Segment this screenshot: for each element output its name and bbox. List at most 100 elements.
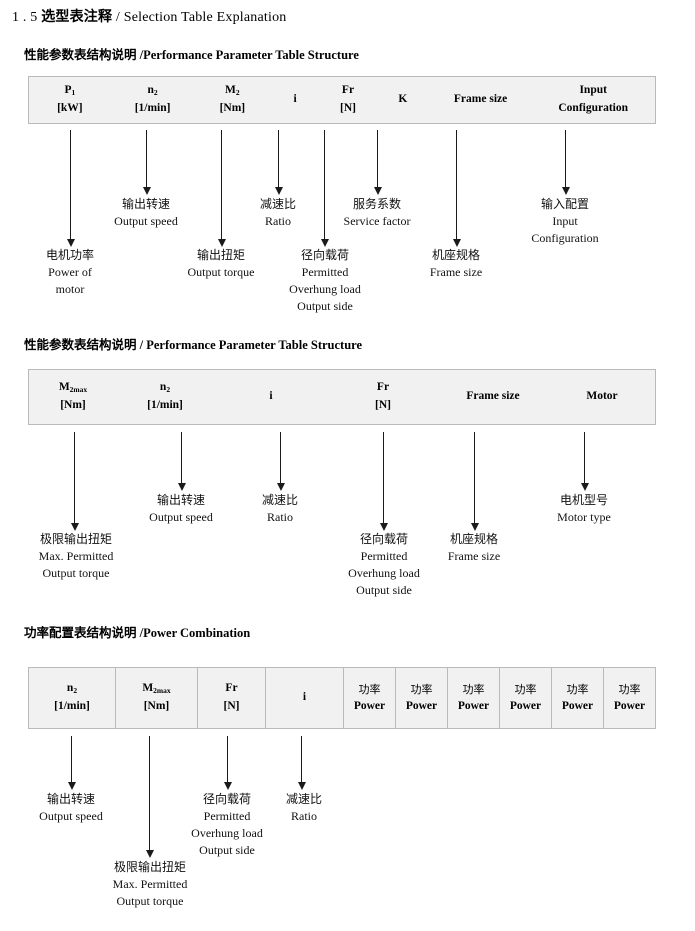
callout-en-2: Output torque [42, 566, 110, 581]
arrow-fr [379, 432, 388, 531]
table-column-power-5: 功率 Power [551, 668, 603, 728]
callout-en-1: Max. Permitted [38, 549, 114, 564]
arrow-fr [223, 736, 232, 790]
page-title: 1 . 5 选型表注释 / Selection Table Explanatio… [12, 6, 287, 26]
col-symbol: n2 [66, 682, 78, 696]
table-column-i: i [213, 370, 329, 424]
page-title-number: 1 . 5 [12, 10, 38, 25]
callout-cn: 输出扭矩 [196, 248, 245, 262]
col-unit: [N] [340, 102, 356, 114]
callout-cn: 电机功率 [45, 248, 94, 262]
callout-en-1: Output torque [187, 265, 255, 280]
callout-output-speed: 输出转速 Output speed [11, 791, 131, 825]
table-column-k: K [376, 77, 430, 123]
section-heading-power-combination: 功率配置表结构说明 /Power Combination [24, 622, 250, 641]
callout-en-3: Output side [199, 843, 255, 858]
table-column-fr: Fr [N] [197, 668, 265, 728]
callout-motor-type: 电机型号 Motor type [524, 492, 644, 526]
callout-en-1: Max. Permitted [112, 877, 188, 892]
callout-en-1: Input [552, 214, 578, 229]
arrow-m2max [70, 432, 79, 531]
arrow-fr [320, 130, 329, 247]
callout-cn: 径向载荷 [300, 248, 349, 262]
table-column-m2max: M2max [Nm] [29, 370, 117, 424]
callout-en-1: Permitted [360, 549, 408, 564]
arrow-m2 [217, 130, 226, 247]
callout-cn: 减速比 [259, 197, 296, 211]
callout-overhung-load: 径向载荷 Permitted Overhung load Output side [264, 247, 386, 315]
table-power-combination: n2 [1/min] M2max [Nm] Fr [N] i 功率 Power … [28, 667, 656, 729]
callout-en-2: Overhung load [289, 282, 361, 297]
table-column-n2: n2 [1/min] [111, 77, 195, 123]
col-cn-label: 功率 [410, 682, 433, 696]
callout-en-1: Power of [48, 265, 92, 280]
table-column-i: i [270, 77, 320, 123]
col-symbol: i [302, 691, 307, 704]
col-symbol: Fr [225, 682, 238, 695]
callout-cn: 极限输出扭矩 [39, 532, 112, 546]
col-unit: [1/min] [134, 102, 171, 114]
col-cn-label: 功率 [358, 682, 381, 696]
callout-en-1: Permitted [203, 809, 251, 824]
callout-en-1: Ratio [265, 214, 291, 229]
section-heading-separator: / [139, 48, 144, 62]
callout-input-configuration: 输入配置 Input Configuration [505, 196, 625, 247]
col-en-label: Power [561, 699, 594, 712]
table-column-m2max: M2max [Nm] [115, 668, 197, 728]
callout-cn: 极限输出扭矩 [113, 860, 186, 874]
callout-output-speed: 输出转速 Output speed [86, 196, 206, 230]
table-column-n2: n2 [1/min] [117, 370, 213, 424]
page-title-cn: 选型表注释 [41, 9, 113, 25]
col-en-label: Power [509, 699, 542, 712]
arrow-i [274, 130, 283, 195]
col-symbol-2: Configuration [558, 102, 629, 114]
col-symbol: Input [579, 84, 607, 97]
callout-en-2: Output torque [116, 894, 184, 909]
callout-cn: 输入配置 [540, 197, 589, 211]
callout-frame-size: 机座规格 Frame size [396, 247, 516, 281]
table-column-frame-size: Frame size [437, 370, 549, 424]
section-heading-separator: / [139, 626, 144, 640]
col-symbol: i [269, 390, 273, 403]
col-cn-label: 功率 [462, 682, 485, 696]
col-cn-label: 功率 [566, 682, 589, 696]
table-column-p1: P1 [kW] [29, 77, 111, 123]
col-en-label: Power [457, 699, 490, 712]
col-unit: [Nm] [60, 399, 86, 411]
callout-max-permitted-output-torque: 极限输出扭矩 Max. Permitted Output torque [89, 859, 211, 910]
col-symbol: n2 [159, 381, 171, 395]
callout-cn: 径向载荷 [202, 792, 251, 806]
arrow-n2 [67, 736, 76, 790]
callout-en-3: Output side [297, 299, 353, 314]
callout-cn: 输出转速 [121, 197, 170, 211]
callout-overhung-load: 径向载荷 Permitted Overhung load Output side [323, 531, 445, 599]
callout-cn: 机座规格 [431, 248, 480, 262]
table-performance-1: P1 [kW] n2 [1/min] M2 [Nm] i Fr [N] K Fr… [28, 76, 656, 124]
callout-en-2: Configuration [531, 231, 599, 246]
callout-ratio: 减速比 Ratio [240, 492, 320, 526]
page-title-separator: / [115, 10, 120, 25]
col-unit: [kW] [57, 102, 83, 114]
callout-en-3: Output side [356, 583, 412, 598]
callout-en-1: Frame size [429, 265, 483, 280]
section-heading-en: Performance Parameter Table Structure [146, 338, 363, 352]
col-symbol: Fr [376, 381, 390, 394]
table-column-frame-size: Frame size [430, 77, 532, 123]
arrow-p1 [66, 130, 75, 247]
arrow-m2max [145, 736, 154, 858]
table-column-n2: n2 [1/min] [29, 668, 115, 728]
callout-overhung-load: 径向载荷 Permitted Overhung load Output side [166, 791, 288, 859]
arrow-frame-size [470, 432, 479, 531]
callout-service-factor: 服务系数 Service factor [316, 196, 438, 230]
callout-en-1: Ratio [291, 809, 317, 824]
arrow-input-configuration [561, 130, 570, 195]
col-en-label: Power [613, 699, 646, 712]
section-heading-cn: 功率配置表结构说明 [24, 625, 137, 640]
col-unit: [N] [223, 700, 240, 712]
table-column-power-1: 功率 Power [343, 668, 395, 728]
col-symbol: P1 [64, 84, 76, 98]
table-column-fr: Fr [N] [320, 77, 376, 123]
col-symbol: M2 [225, 84, 240, 98]
table-column-power-6: 功率 Power [603, 668, 655, 728]
col-en-label: Power [405, 699, 438, 712]
